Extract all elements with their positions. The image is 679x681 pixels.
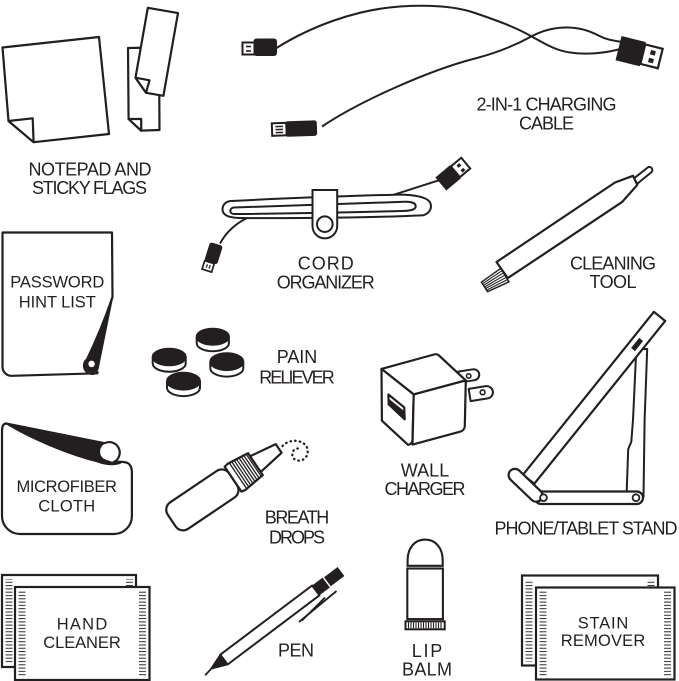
svg-text:CLOTH: CLOTH [38,498,95,516]
svg-text:STAIN: STAIN [578,615,629,633]
svg-text:CABLE: CABLE [519,113,574,133]
svg-text:PHONE/TABLET STAND: PHONE/TABLET STAND [495,519,678,539]
svg-text:MICROFIBER: MICROFIBER [16,478,117,496]
svg-text:PASSWORD: PASSWORD [10,274,104,292]
svg-text:CORD: CORD [298,254,354,274]
svg-text:BREATH: BREATH [265,508,330,528]
svg-text:DROPS: DROPS [269,528,325,548]
svg-text:2-IN-1 CHARGING: 2-IN-1 CHARGING [477,94,617,114]
svg-text:NOTEPAD AND: NOTEPAD AND [29,160,152,180]
svg-text:HAND: HAND [57,616,108,634]
svg-text:BALM: BALM [402,660,452,680]
svg-text:ORGANIZER: ORGANIZER [277,273,375,293]
svg-text:REMOVER: REMOVER [561,632,646,650]
svg-text:CHARGER: CHARGER [385,479,466,499]
svg-text:PEN: PEN [278,640,314,660]
svg-text:PAIN: PAIN [277,347,318,367]
svg-text:CLEANING: CLEANING [570,254,656,274]
svg-text:TOOL: TOOL [590,272,637,292]
svg-text:CLEANER: CLEANER [43,634,121,652]
svg-text:WALL: WALL [401,461,450,481]
svg-text:STICKY FLAGS: STICKY FLAGS [32,178,147,198]
svg-text:RELIEVER: RELIEVER [259,367,335,387]
svg-text:HINT LIST: HINT LIST [19,294,96,312]
svg-text:LIP: LIP [412,641,443,661]
